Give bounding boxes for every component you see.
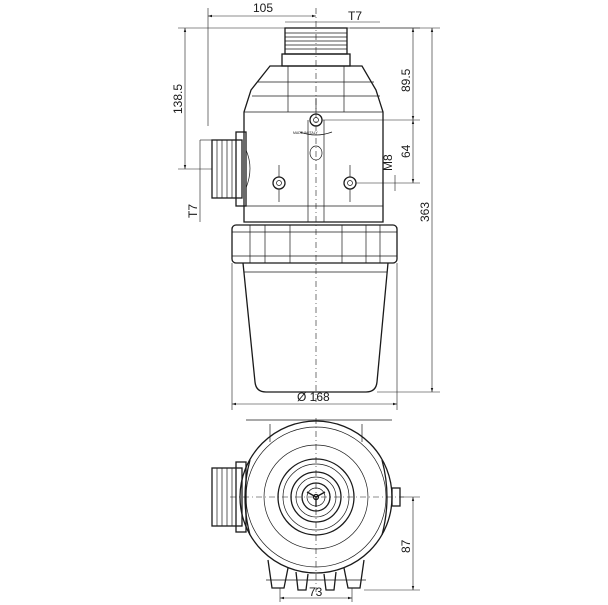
dim-bottom-width: 73 <box>279 585 353 602</box>
dim-top-thread: T7 <box>285 9 380 23</box>
dim-top-width: 105 <box>207 1 316 126</box>
dim-inlet-height: 138.5 <box>171 27 285 170</box>
dim-label-diameter: Ø 168 <box>297 390 330 404</box>
dim-total-height: 363 <box>350 27 440 393</box>
screw-left <box>272 165 286 202</box>
dim-label-top-t7: T7 <box>348 9 362 23</box>
dim-label-64: 64 <box>399 144 413 158</box>
ring-nut <box>231 224 398 264</box>
dim-upper-height: 89.5 <box>322 27 420 121</box>
dim-label-105: 105 <box>253 1 273 15</box>
dim-label-363: 363 <box>418 202 432 222</box>
dim-label-m8: M8 <box>381 154 395 171</box>
head-body: MADE IN ITALY <box>243 65 384 223</box>
dim-side-thread: T7 <box>186 139 212 222</box>
dim-label-73: 73 <box>309 585 323 599</box>
dim-diameter: Ø 168 <box>231 263 398 410</box>
bottom-view: 87 73 <box>211 418 420 602</box>
bowl <box>242 262 389 393</box>
dim-label-87: 87 <box>399 539 413 553</box>
screw-right <box>343 165 357 202</box>
dim-label-side-t7: T7 <box>186 204 200 218</box>
dim-bottom-height: 87 <box>364 496 420 591</box>
made-in-italy-mark: MADE IN ITALY <box>293 131 318 135</box>
bottom-feet <box>266 559 366 591</box>
dim-screw-spacing: M8 64 <box>356 120 420 191</box>
dim-label-89-5: 89.5 <box>399 68 413 92</box>
bottom-inlet <box>211 461 247 533</box>
dim-label-138-5: 138.5 <box>171 84 185 114</box>
front-view: MADE IN ITALY <box>171 1 440 410</box>
